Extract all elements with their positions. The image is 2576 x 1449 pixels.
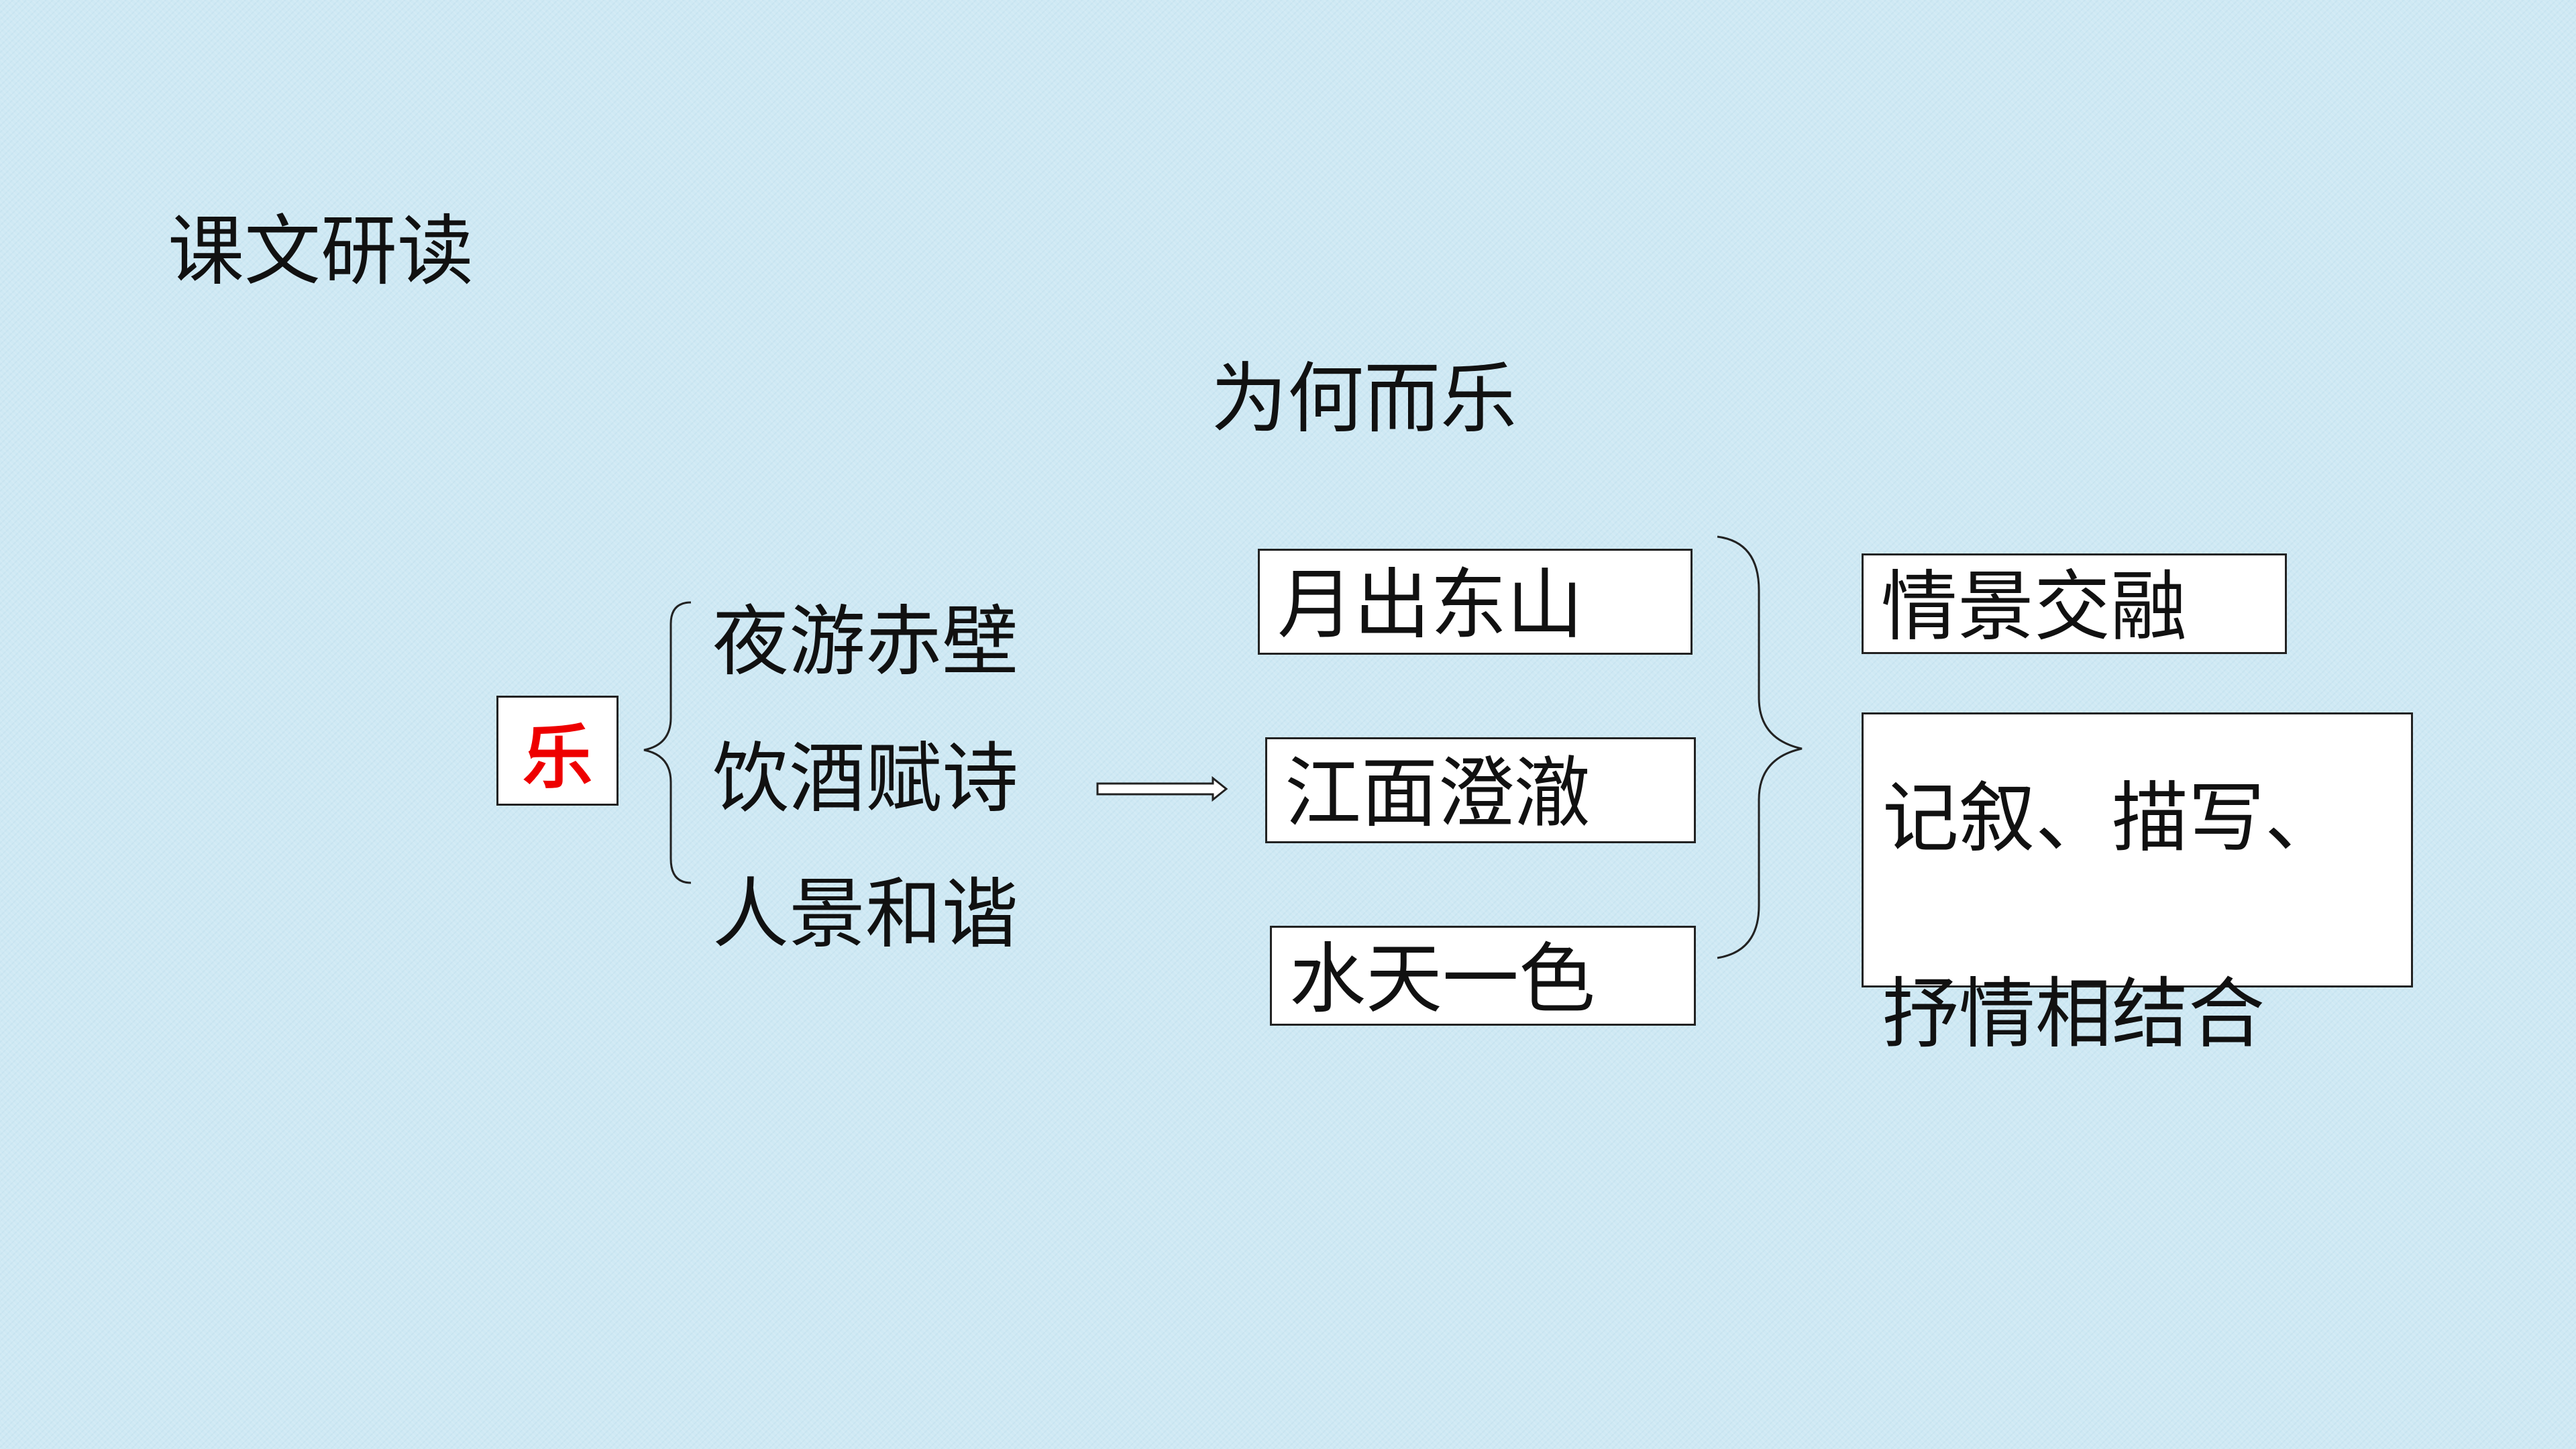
summary-line: 记叙、描写、 — [1882, 773, 2342, 863]
right-brace — [1717, 535, 1803, 959]
root-node-label: 乐 — [522, 716, 592, 798]
section-title: 课文研读 — [168, 207, 474, 296]
slide-title: 为何而乐 — [1211, 354, 1517, 443]
scene-label: 江面澄澈 — [1285, 749, 1591, 838]
left-brace — [643, 601, 692, 884]
summary-label: 情景交融 — [1881, 562, 2188, 651]
root-node-box: 乐 — [496, 696, 619, 806]
reason-item: 夜游赤壁 — [712, 597, 1019, 686]
summary-box-multiline: 记叙、描写、 抒情相结合 — [1862, 712, 2413, 1053]
arrow-right-icon — [1096, 775, 1228, 802]
reason-item: 饮酒赋诗 — [712, 734, 1019, 823]
scene-box: 月出东山 — [1258, 549, 1693, 655]
scene-box: 水天一色 — [1270, 926, 1696, 1026]
summary-line: 抒情相结合 — [1882, 969, 2265, 1059]
scene-label: 水天一色 — [1289, 934, 1596, 1024]
scene-label: 月出东山 — [1277, 560, 1584, 649]
reason-item: 人景和谐 — [712, 869, 1019, 959]
scene-box: 江面澄澈 — [1265, 737, 1696, 843]
summary-box: 情景交融 — [1862, 553, 2287, 654]
